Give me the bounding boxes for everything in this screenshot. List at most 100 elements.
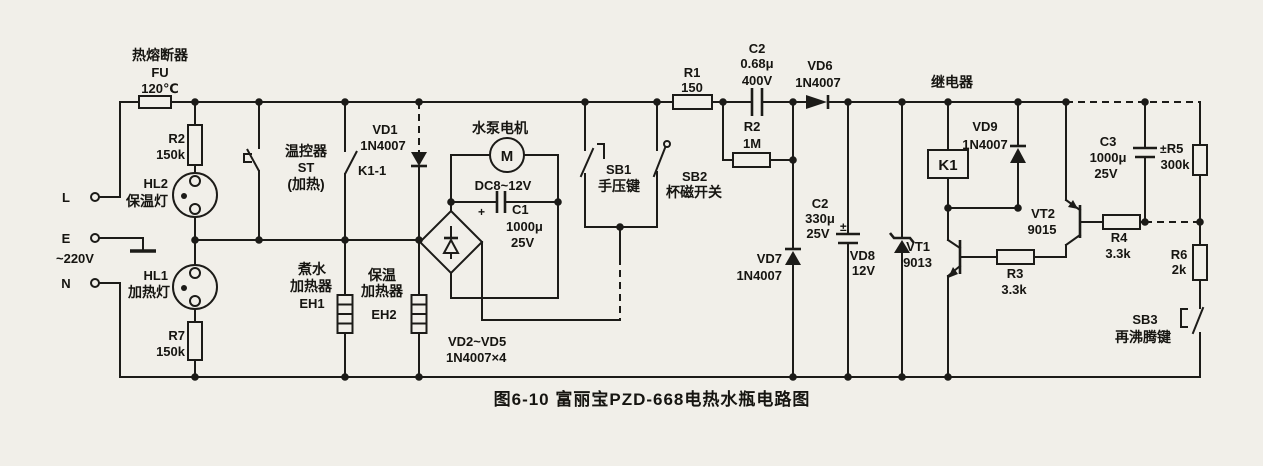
st-ref: ST [298, 160, 315, 175]
heater-eh2: 保温 加热器 EH2 [360, 267, 428, 334]
fu-ref: FU [151, 65, 168, 80]
thermostat-contact-icon [243, 148, 260, 172]
zener-vd8: VD8 12V [850, 232, 916, 278]
c1-polarity: + [478, 205, 485, 219]
sb2-ref: SB2 [682, 169, 707, 184]
r2b-value: 1M [743, 136, 761, 151]
bridge-ref: VD2~VD5 [448, 334, 506, 349]
relay-contact-k11: K1-1 [344, 150, 386, 178]
diode-vd9: VD9 1N4007 [962, 119, 1026, 163]
eh2-name1: 保温 [367, 267, 396, 283]
hl2-ref: HL2 [143, 176, 168, 191]
resistor-r6: R6 2k [1171, 244, 1208, 281]
lamp-dot [181, 285, 187, 291]
eh2-name2: 加热器 [360, 283, 404, 299]
r4-ref: R4 [1111, 230, 1128, 245]
sb1-ref: SB1 [606, 162, 631, 177]
r4-value: 3.3k [1105, 246, 1131, 261]
capacitor-c1: + C1 1000μ 25V [478, 191, 543, 250]
resistor-r5: R5 300k [1161, 141, 1208, 176]
eh1-ref: EH1 [299, 296, 324, 311]
vd8-value: 12V [852, 263, 875, 278]
c3-voltage: 25V [1094, 166, 1117, 181]
wire-dashed-segments [418, 101, 1200, 320]
zener-bar-icon [888, 232, 916, 244]
relay-k1: 继电器 K1 [927, 74, 974, 179]
fu-value: 120℃ [141, 81, 178, 96]
bridge-diamond-icon [418, 209, 484, 275]
lamp-hl2: HL2 保温灯 [125, 172, 218, 218]
capacitor-icon [1133, 146, 1157, 159]
r5-value: 300k [1161, 157, 1191, 172]
wire-pump-bridge [450, 154, 621, 321]
vt1-ref: VT1 [906, 239, 930, 254]
c1-ref: C1 [512, 202, 529, 217]
resistor-r2b: R2 1M [732, 119, 771, 168]
vd1-ref: VD1 [372, 122, 397, 137]
terminal-l-icon [90, 192, 100, 202]
eh1-name2: 加热器 [289, 278, 333, 294]
c2a-voltage: 400V [742, 73, 773, 88]
r2a-value: 150k [156, 147, 186, 162]
motor-name: 水泵电机 [472, 120, 528, 136]
vt1-value: 9013 [903, 255, 932, 270]
capacitor-c3: C3 1000μ 25V ± [1090, 134, 1167, 181]
transistor-vt2: VT2 9015 [1028, 200, 1082, 238]
vd7-value: 1N4007 [736, 268, 782, 283]
lamp-electrode-bottom [189, 203, 201, 215]
diode-icon [806, 95, 827, 109]
motor-symbol: M [501, 148, 514, 165]
motor-icon [489, 137, 525, 173]
figure-caption: 图6-10 富丽宝PZD-668电热水瓶电路图 [494, 389, 811, 409]
c2b-voltage: 25V [806, 226, 829, 241]
st-note: (加热) [287, 176, 324, 192]
diode-icon [785, 251, 801, 265]
vt2-ref: VT2 [1031, 206, 1055, 221]
relay-coil-icon [927, 149, 969, 179]
thermostat-st: 温控器 ST (加热) [243, 143, 328, 192]
heater-segments [337, 303, 353, 325]
wire-left-section [98, 101, 420, 378]
c1-value: 1000μ [506, 219, 543, 234]
neon-lamp-icon [172, 264, 218, 310]
k1-ref: K1 [938, 157, 957, 174]
contact-arm-icon [344, 150, 358, 175]
resistor-icon [732, 152, 771, 168]
lamp-electrode-bottom [189, 295, 201, 307]
capacitor-icon [750, 88, 764, 116]
lamp-electrode-top [189, 175, 201, 187]
c2a-ref: C2 [749, 41, 766, 56]
vd8-ref: VD8 [850, 248, 875, 263]
bridge-inner-diode [442, 237, 460, 254]
resistor-icon [187, 321, 203, 361]
r6-ref: R6 [1171, 247, 1188, 262]
sb3-name: 再沸腾键 [1115, 329, 1172, 345]
sb2-name: 杯磁开关 [666, 184, 722, 200]
vd9-ref: VD9 [972, 119, 997, 134]
diode-icon [411, 152, 427, 166]
pump-motor: M 水泵电机 DC8~12V [472, 120, 532, 193]
resistor-icon [996, 249, 1035, 265]
r6-value: 2k [1172, 262, 1187, 277]
hl1-ref: HL1 [143, 268, 168, 283]
button-sb3: SB3 再沸腾键 [1115, 312, 1172, 345]
vd6-ref: VD6 [807, 58, 832, 73]
transistor-vt1: VT1 9013 [903, 239, 962, 278]
mains-voltage-label: ~220V [56, 251, 94, 266]
resistor-r1: R1 150 [672, 65, 713, 110]
thermal-fuse-fu: 热熔断器 FU 120℃ [132, 47, 189, 109]
st-name: 温控器 [285, 143, 328, 159]
neon-lamp-icon [172, 172, 218, 218]
resistor-r3: R3 3.3k [996, 249, 1035, 297]
fu-name: 热熔断器 [132, 47, 189, 63]
c3-ref: C3 [1100, 134, 1117, 149]
c3-polarity: ± [1160, 142, 1167, 156]
resistor-r4: R4 3.3k [1102, 214, 1141, 261]
c1-voltage: 25V [511, 235, 534, 250]
resistor-icon [187, 124, 203, 166]
diode-icon [894, 240, 910, 253]
wire-control-section [722, 101, 1205, 378]
heater-eh1: 煮水 加热器 EH1 [289, 261, 354, 334]
capacitor-c2a: C2 0.68μ 400V [740, 41, 774, 116]
